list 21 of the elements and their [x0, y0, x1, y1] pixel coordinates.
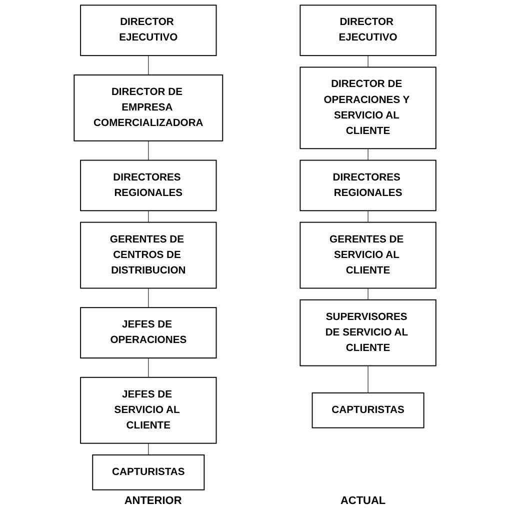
- node-box: DIRECTOR DE OPERACIONES Y SERVICIO AL CLIENTE: [300, 66, 436, 150]
- connector: [148, 358, 149, 378]
- node-box: DIRECTOR DE EMPRESA COMERCIALIZADORA: [74, 74, 224, 142]
- column-caption: ANTERIOR: [124, 495, 182, 507]
- node-box: DIRECTOR EJECUTIVO: [80, 4, 217, 56]
- connector: [148, 55, 149, 76]
- node-box: JEFES DE SERVICIO AL CLIENTE: [80, 376, 217, 444]
- connector: [148, 442, 149, 456]
- node-box: DIRECTORES REGIONALES: [300, 160, 436, 212]
- node-box: GERENTES DE CENTROS DE DISTRIBUCION: [80, 222, 217, 289]
- column-caption: ACTUAL: [340, 495, 386, 507]
- node-box: DIRECTOR EJECUTIVO: [300, 4, 436, 56]
- node-box: CAPTURISTAS: [312, 392, 424, 428]
- node-box: SUPERVISORES DE SERVICIO AL CLIENTE: [300, 299, 436, 366]
- connector: [148, 288, 149, 308]
- node-box: DIRECTORES REGIONALES: [80, 160, 217, 212]
- node-box: CAPTURISTAS: [92, 454, 205, 490]
- connector: [148, 140, 149, 161]
- node-box: JEFES DE OPERACIONES: [80, 307, 217, 358]
- connector: [148, 210, 149, 223]
- node-box: GERENTES DE SERVICIO AL CLIENTE: [300, 222, 436, 289]
